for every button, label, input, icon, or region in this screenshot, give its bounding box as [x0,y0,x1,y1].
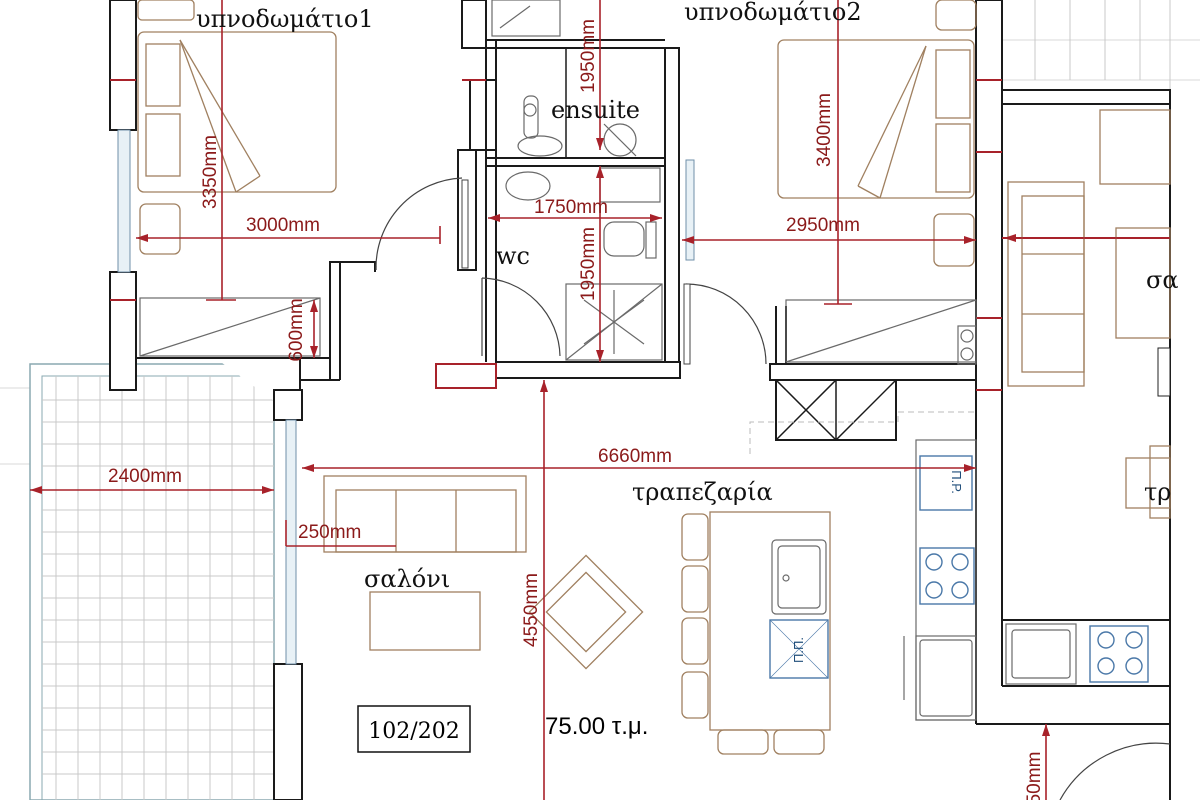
dimension-label-1950-wc: 1950mm [578,227,599,301]
bathroom-fixtures [491,0,663,361]
dimension-label-right-lower: 50mm [1024,752,1045,800]
room-label-bedroom1: υπνοδωμάτιο1 [196,5,374,33]
walls [109,0,1171,800]
dimension-label-4550: 4550mm [521,573,542,647]
dimension-label-250: 250mm [298,522,361,543]
dimension-label-1950-ensuite: 1950mm [578,19,599,93]
dimension-label-1750: 1750mm [534,197,608,218]
room-label-living-right: σα [1146,266,1179,294]
dimension-label-2400: 2400mm [108,466,182,487]
unit-number: 102/202 [368,719,459,744]
dimension-label-3000: 3000mm [246,215,320,236]
bedroom1-furniture [137,0,337,357]
doors [375,177,1171,800]
balcony-right [1034,0,1171,800]
dishwasher-mark: Π.Π. [791,637,806,663]
dimension-label-2950: 2950mm [786,215,860,236]
room-label-dining: τραπεζαρία [632,478,773,506]
dimension-lines [30,0,1170,800]
balcony-left [29,363,275,800]
room-label-wc: wc [496,242,530,270]
fridge-mark: Π.Ρ. [949,470,964,494]
room-label-dining-right: τρ [1144,478,1171,506]
room-label-ensuite: ensuite [551,96,640,124]
dimension-label-6660: 6660mm [598,446,672,467]
kitchen-counter [749,411,1149,721]
unit-number-box [357,705,471,753]
dimension-label-600: 600mm [286,298,307,361]
dimension-label-3400: 3400mm [814,93,835,167]
dining-furniture [681,511,831,755]
room-label-bedroom2: υπνοδωμάτιο2 [684,0,862,26]
bedroom2-furniture [777,0,977,365]
room-label-living: σαλόνι [364,565,450,593]
right-living-furniture [1007,109,1171,519]
dimension-label-3350: 3350mm [200,135,221,209]
area-label: 75.00 τ.μ. [545,713,648,740]
living-furniture [323,475,644,670]
